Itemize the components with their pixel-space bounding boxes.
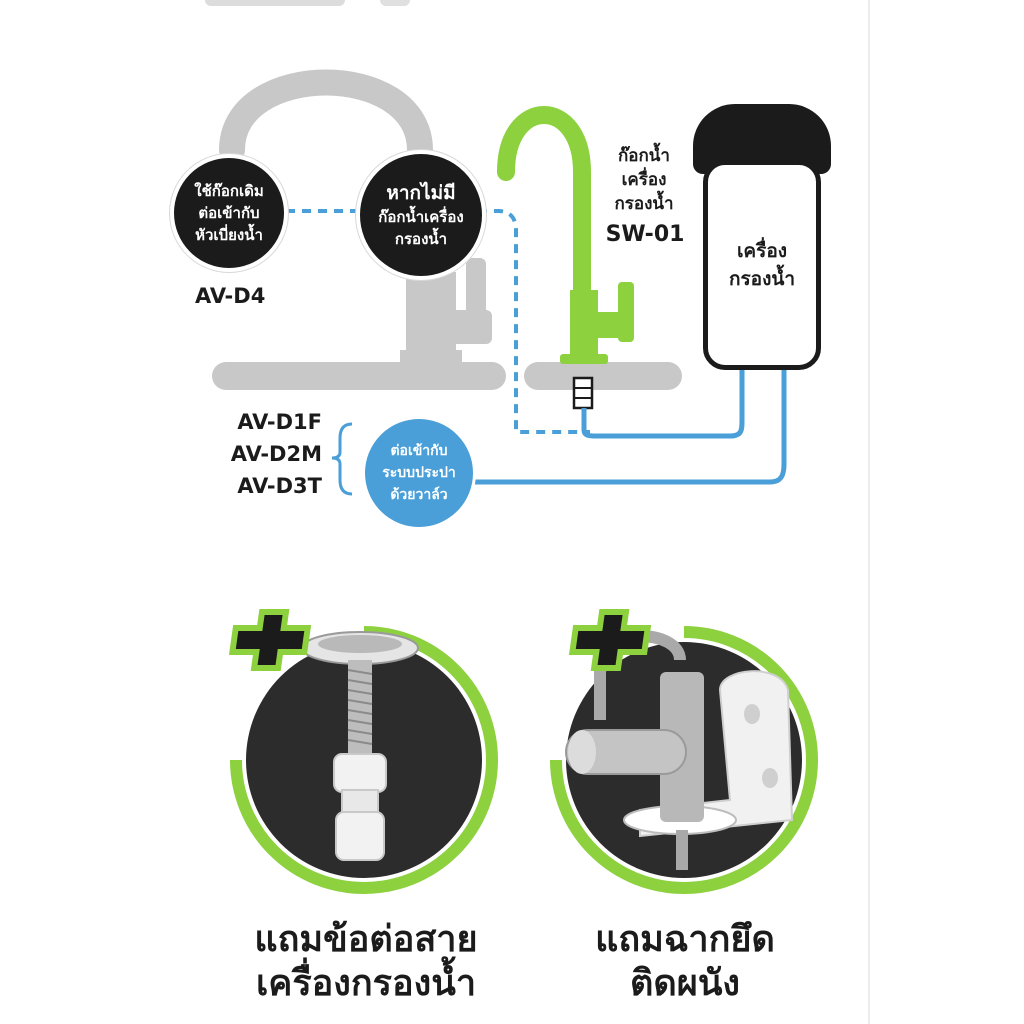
- supply-water-line: [472, 370, 787, 485]
- no-faucet-bubble-text: ก๊อกน้ำเครื่อง กรองน้ำ: [378, 208, 464, 248]
- top-edge-artifact: [380, 0, 410, 6]
- page-edge-divider: [868, 0, 870, 1024]
- top-edge-artifact: [205, 0, 345, 6]
- filter-unit: เครื่อง กรองน้ำ: [703, 160, 821, 370]
- existing-faucet-base: [400, 350, 462, 364]
- tap-connect-bubble: ต่อเข้ากับ ระบบประปา ด้วยวาล์ว: [362, 416, 476, 530]
- existing-faucet-bubble-text: ใช้ก๊อกเดิม ต่อเข้ากับ หัวเบี่ยงน้ำ: [194, 182, 264, 244]
- plus-icon: [568, 609, 652, 671]
- model-av-d2m-label: AV-D2M: [230, 442, 322, 466]
- counter-top-left: [212, 362, 506, 390]
- filtered-water-line: [581, 370, 745, 439]
- filter-faucet-model: SW-01: [605, 222, 685, 247]
- push-fit-fitting: [333, 753, 387, 793]
- existing-faucet-handle: [440, 310, 492, 344]
- model-av-d3t-label: AV-D3T: [237, 474, 322, 498]
- left-green-ring: [230, 626, 498, 894]
- left-product-panel: [228, 609, 498, 894]
- steel-faucet-handle: [565, 729, 687, 775]
- filter-faucet-gooseneck: [497, 106, 591, 309]
- filter-faucet-description: ก๊อกน้ำ เครื่อง กรองน้ำ: [614, 146, 674, 214]
- right-product-panel: [550, 609, 818, 894]
- faucet-connector: [572, 376, 594, 410]
- plus-icon: [228, 609, 312, 671]
- model-av-d1f-label: AV-D1F: [237, 410, 322, 434]
- counter-top-right: [524, 362, 682, 390]
- model-list-bracket: [331, 422, 353, 496]
- existing-faucet-bubble: ใช้ก๊อกเดิม ต่อเข้ากับ หัวเบี่ยงน้ำ: [170, 154, 288, 272]
- right-green-ring: [550, 626, 818, 894]
- dashed-supply-line-top: [286, 209, 590, 434]
- filter-faucet-body: [570, 290, 598, 362]
- model-av-d4-label: AV-D4: [195, 284, 266, 308]
- filter-unit-label: เครื่อง กรองน้ำ: [728, 240, 796, 290]
- filter-faucet-lever: [594, 312, 634, 338]
- filter-faucet-base: [560, 354, 608, 364]
- wall-bracket-gift-caption: แถมฉากยึด ติดผนัง: [595, 919, 775, 1004]
- no-faucet-bubble-title: หากไม่มี: [386, 182, 456, 204]
- existing-faucet-arch: [219, 69, 433, 163]
- connector-gift-caption: แถมข้อต่อสาย เครื่องกรองน้ำ: [254, 919, 478, 1004]
- no-faucet-bubble: หากไม่มี ก๊อกน้ำเครื่อง กรองน้ำ: [356, 150, 486, 280]
- threaded-shank: [348, 660, 372, 755]
- tap-connect-bubble-text: ต่อเข้ากับ ระบบประปา ด้วยวาล์ว: [382, 443, 456, 503]
